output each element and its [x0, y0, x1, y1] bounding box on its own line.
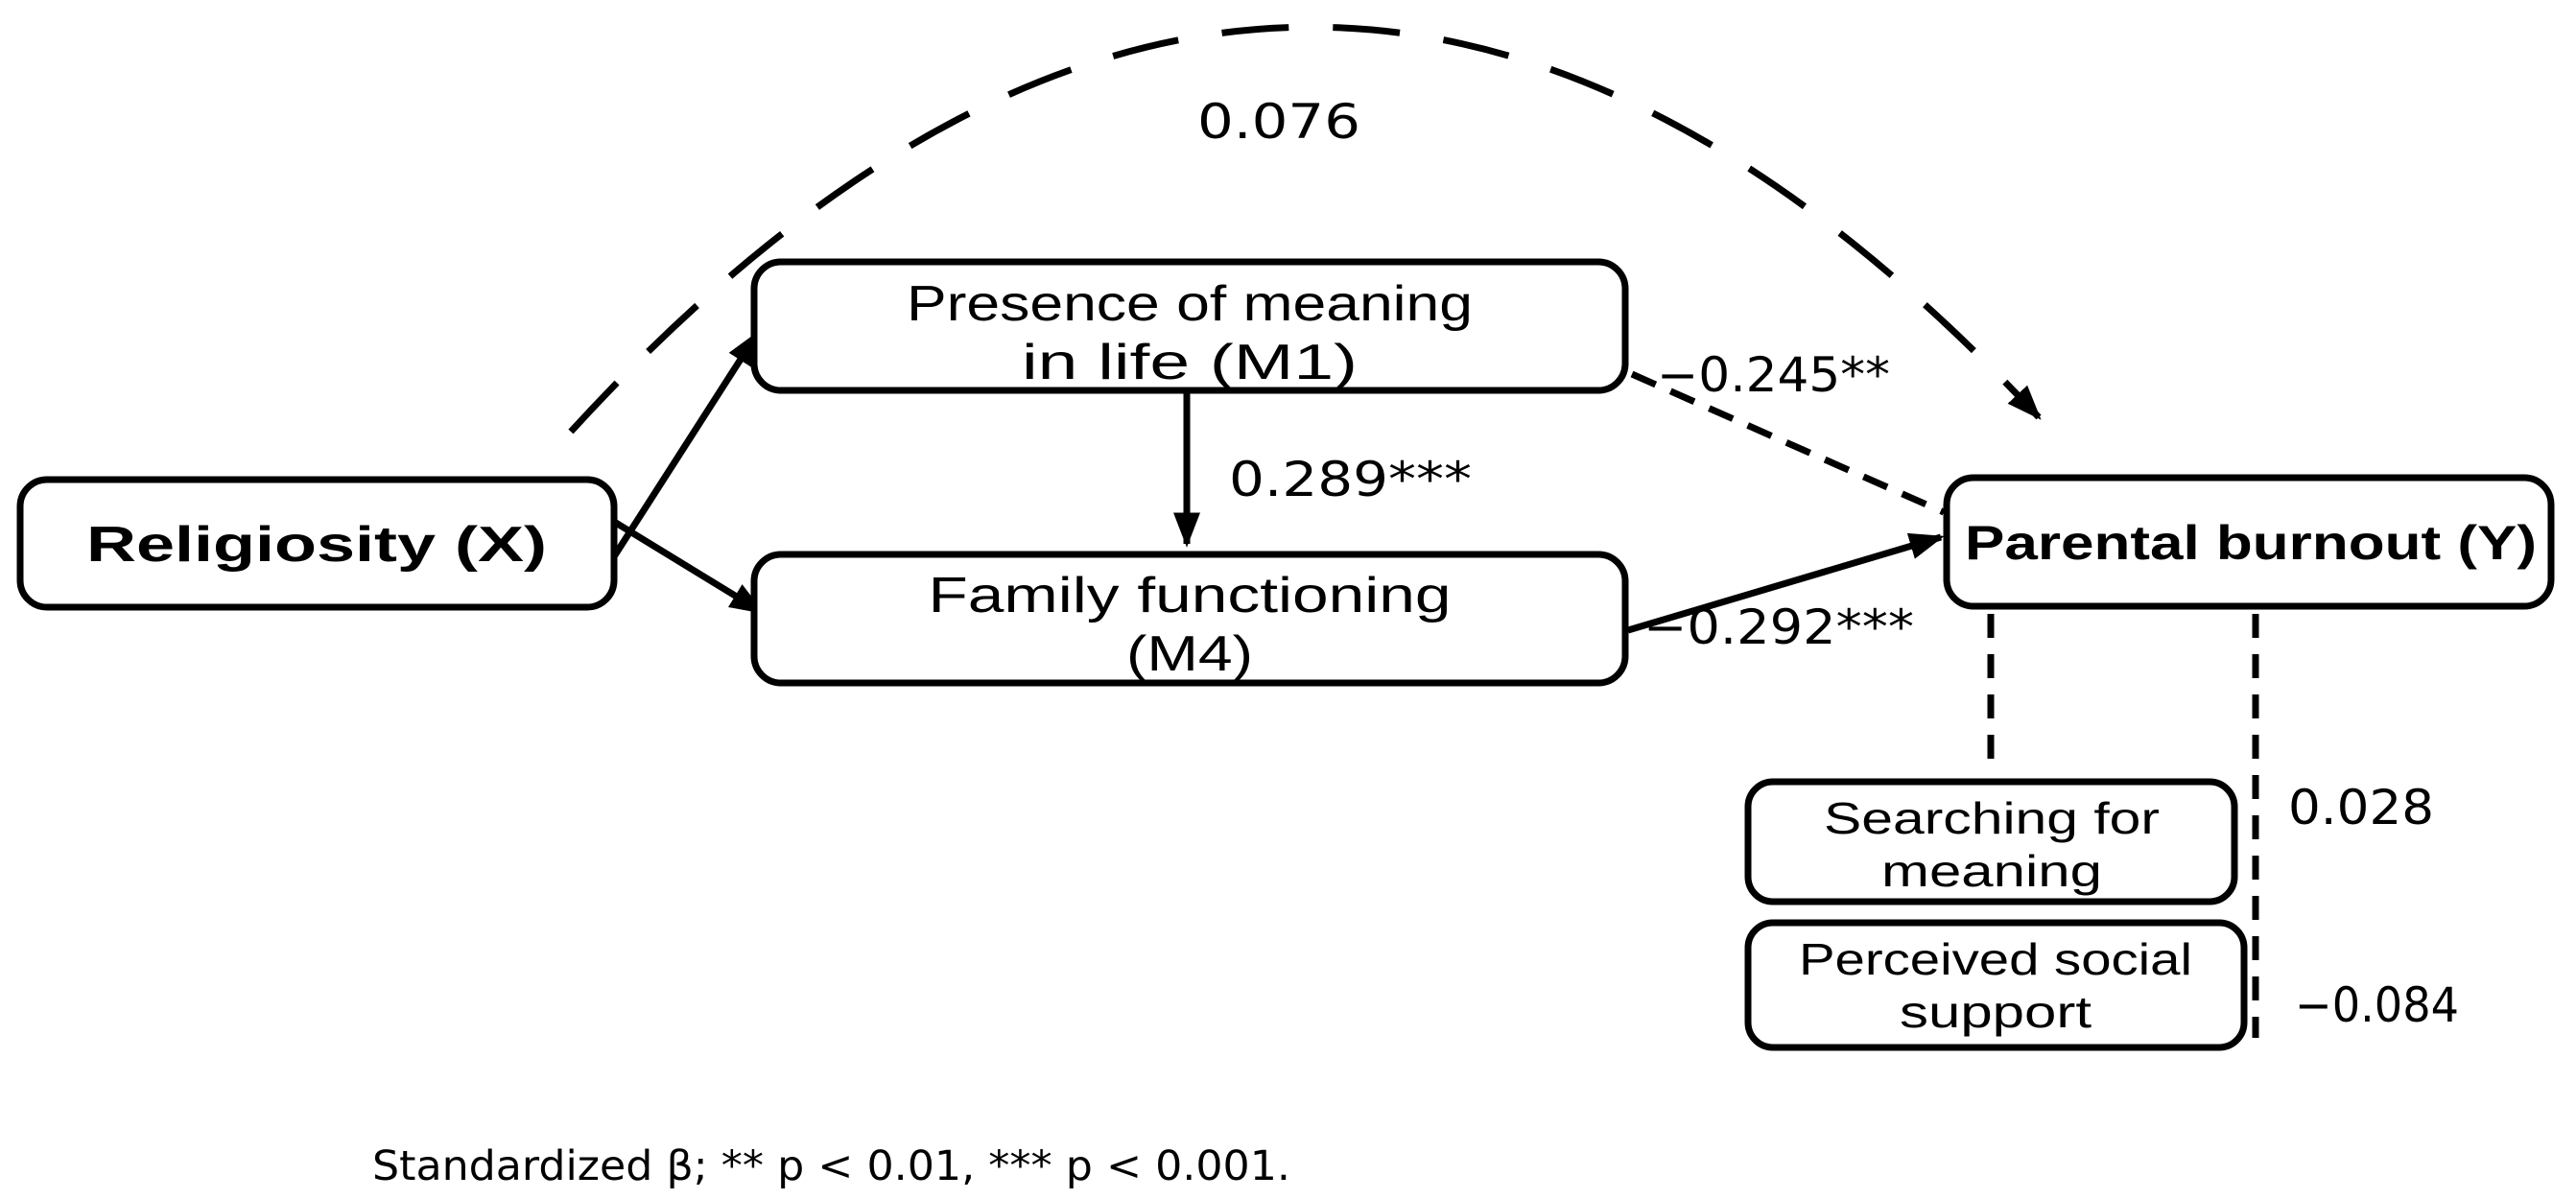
- arrow-x-to-m1: [608, 330, 760, 563]
- node-parental-burnout: Parental burnout (Y): [1943, 474, 2555, 610]
- coef-m4-to-y: −0.292***: [1643, 600, 1914, 655]
- node-perceived-social-support-label-line2: support: [1900, 987, 2092, 1037]
- node-searching-for-meaning: Searching for meaning: [1744, 778, 2238, 905]
- node-family-functioning-label-line1: Family functioning: [929, 568, 1452, 623]
- arrow-m4-to-y: [1627, 532, 1945, 634]
- node-presence-of-meaning: Presence of meaning in life (M1): [750, 258, 1629, 394]
- node-religiosity-box: [16, 476, 618, 611]
- coef-x-to-y-direct: 0.076: [1197, 94, 1360, 150]
- node-perceived-social-support: Perceived social support: [1744, 919, 2248, 1051]
- node-family-functioning-label-line2: (M4): [1126, 626, 1253, 682]
- node-presence-of-meaning-label-line2: in life (M1): [1022, 335, 1358, 390]
- path-m1-to-y-dashed: [1630, 370, 1946, 516]
- node-religiosity: Religiosity (X): [16, 476, 618, 611]
- node-family-functioning-box: [750, 551, 1629, 687]
- arrow-x-to-m4: [609, 517, 766, 615]
- coef-m1-to-y: −0.245**: [1657, 347, 1890, 403]
- node-perceived-social-support-label-line1: Perceived social: [1799, 934, 2192, 984]
- node-searching-for-meaning-label-line1: Searching for: [1824, 793, 2160, 843]
- node-religiosity-label: Religiosity (X): [86, 517, 547, 573]
- coef-support-to-y: −0.084: [2295, 977, 2459, 1033]
- coef-searching-to-y: 0.028: [2288, 780, 2434, 835]
- node-presence-of-meaning-box: [750, 258, 1629, 394]
- standardized-beta-note: Standardized β; ** p < 0.01, *** p < 0.0…: [372, 1142, 1290, 1190]
- node-parental-burnout-label: Parental burnout (Y): [1965, 516, 2537, 570]
- node-family-functioning: Family functioning (M4): [750, 551, 1629, 687]
- node-searching-for-meaning-box: [1744, 778, 2238, 905]
- coef-m1-to-m4: 0.289***: [1229, 452, 1472, 507]
- node-parental-burnout-box: [1943, 474, 2555, 610]
- node-presence-of-meaning-label-line1: Presence of meaning: [907, 276, 1473, 332]
- node-searching-for-meaning-label-line2: meaning: [1881, 846, 2102, 896]
- node-perceived-social-support-box: [1744, 919, 2248, 1051]
